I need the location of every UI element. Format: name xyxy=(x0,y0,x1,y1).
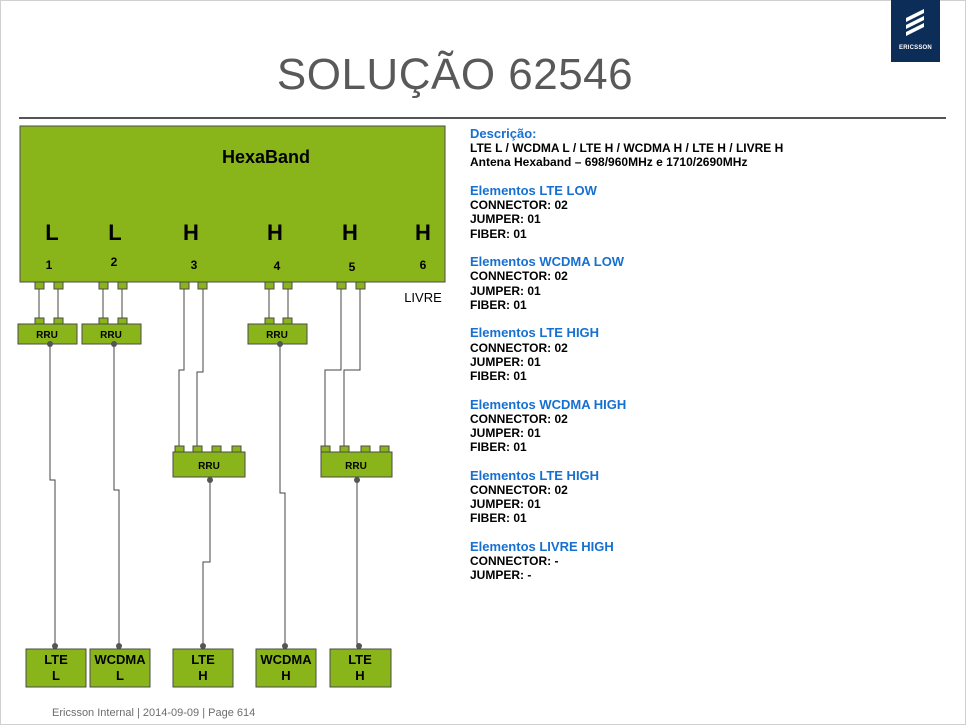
section-heading: Elementos LIVRE HIGH xyxy=(470,539,614,555)
band-label-6: H xyxy=(415,220,431,245)
section-heading: Elementos WCDMA HIGH xyxy=(470,396,627,412)
rru-unit-4: RRU xyxy=(247,317,308,345)
livre-label: LIVRE xyxy=(404,290,442,305)
connector xyxy=(98,281,109,290)
rru-label: RRU xyxy=(36,330,58,341)
elements-section-wcdma-high: Elementos WCDMA HIGH CONNECTOR: 02 JUMPE… xyxy=(470,396,940,455)
connector xyxy=(282,281,293,290)
destination-line2: H xyxy=(281,668,290,683)
description-panel: Descrição: LTE L / WCDMA L / LTE H / WCD… xyxy=(470,126,940,597)
section-line: JUMPER: 01 xyxy=(470,497,541,512)
fibers xyxy=(47,341,362,649)
ericsson-logo: ERICSSON xyxy=(891,0,940,62)
section-line: CONNECTOR: 02 xyxy=(470,411,568,426)
section-line: CONNECTOR: 02 xyxy=(470,269,568,284)
description-line: Antena Hexaband – 698/960MHz e 1710/2690… xyxy=(470,155,748,170)
port-number-5: 5 xyxy=(349,260,356,274)
rru-unit-5: RRU xyxy=(320,445,393,478)
port-number-4: 4 xyxy=(274,259,281,273)
destination-wcdma-l: WCDMA L xyxy=(89,648,151,688)
jumpers xyxy=(38,289,361,446)
description-section: Descrição: LTE L / WCDMA L / LTE H / WCD… xyxy=(470,126,940,170)
destination-line2: H xyxy=(355,668,364,683)
connector xyxy=(264,281,275,290)
elements-section-wcdma-low: Elementos WCDMA LOW CONNECTOR: 02 JUMPER… xyxy=(470,255,940,312)
section-line: CONNECTOR: - xyxy=(470,554,559,569)
section-line: JUMPER: 01 xyxy=(470,283,541,298)
rru-unit-3: RRU xyxy=(172,445,246,478)
connector xyxy=(34,281,45,290)
destination-wcdma-h: WCDMA H xyxy=(255,648,317,688)
rru-label: RRU xyxy=(266,330,288,341)
port-number-1: 1 xyxy=(46,258,53,272)
connector xyxy=(117,281,128,290)
connector xyxy=(197,281,208,290)
section-line: CONNECTOR: 02 xyxy=(470,340,568,355)
destination-lte-h-1: LTE H xyxy=(172,648,234,688)
section-line: FIBER: 01 xyxy=(470,297,527,312)
destination-line1: WCDMA xyxy=(260,652,312,667)
elements-section-lte-high: Elementos LTE HIGH CONNECTOR: 02 JUMPER:… xyxy=(470,326,940,383)
section-heading: Elementos WCDMA LOW xyxy=(470,254,625,270)
connector xyxy=(355,281,366,290)
band-label-2: L xyxy=(108,220,121,245)
ericsson-mark-icon xyxy=(906,9,924,36)
section-line: CONNECTOR: 02 xyxy=(470,198,568,213)
band-label-1: L xyxy=(45,220,58,245)
antenna-name: HexaBand xyxy=(222,147,310,167)
description-heading: Descrição: xyxy=(470,126,537,141)
section-line: JUMPER: 01 xyxy=(470,354,541,369)
section-line: FIBER: 01 xyxy=(470,511,527,526)
description-line: LTE L / WCDMA L / LTE H / WCDMA H / LTE … xyxy=(470,141,784,156)
elements-section-lte-high-2: Elementos LTE HIGH CONNECTOR: 02 JUMPER:… xyxy=(470,467,940,526)
antenna-connectors xyxy=(34,281,366,290)
section-line: JUMPER: 01 xyxy=(470,426,541,441)
destination-line1: LTE xyxy=(348,652,372,667)
port-number-3: 3 xyxy=(191,258,198,272)
section-line: JUMPER: 01 xyxy=(470,212,541,227)
section-heading: Elementos LTE HIGH xyxy=(470,467,600,483)
destination-lte-l: LTE L xyxy=(25,648,87,688)
destination-line1: LTE xyxy=(44,652,68,667)
section-heading: Elementos LTE LOW xyxy=(470,183,597,198)
antenna-block xyxy=(19,125,446,283)
section-line: FIBER: 01 xyxy=(470,440,527,455)
destination-line2: L xyxy=(116,668,124,683)
rru-label: RRU xyxy=(100,330,122,341)
band-label-3: H xyxy=(183,220,199,245)
destination-line1: WCDMA xyxy=(94,652,146,667)
destination-line1: LTE xyxy=(191,652,215,667)
page-title: SOLUÇÃO 62546 xyxy=(276,50,634,99)
logo-text: ERICSSON xyxy=(899,45,932,51)
rru-label: RRU xyxy=(198,461,220,472)
elements-section-lte-low: Elementos LTE LOW CONNECTOR: 02 JUMPER: … xyxy=(470,183,940,241)
port-number-6: 6 xyxy=(420,258,427,272)
connector xyxy=(53,281,64,290)
section-line: CONNECTOR: 02 xyxy=(470,483,568,498)
destination-line2: L xyxy=(52,668,60,683)
band-label-4: H xyxy=(267,220,283,245)
band-label-5: H xyxy=(342,220,358,245)
destination-lte-h-2: LTE H xyxy=(329,648,392,688)
section-line: FIBER: 01 xyxy=(470,369,527,384)
port-number-2: 2 xyxy=(111,255,118,269)
connector xyxy=(336,281,347,290)
rru-unit-2: RRU xyxy=(81,317,142,345)
title-divider xyxy=(19,117,946,119)
section-heading: Elementos LTE HIGH xyxy=(470,325,600,341)
footer-text: Ericsson Internal | 2014-09-09 | Page 61… xyxy=(52,707,256,719)
connector xyxy=(179,281,190,290)
rru-unit-1: RRU xyxy=(17,317,78,345)
destination-line2: H xyxy=(198,668,207,683)
section-line: JUMPER: - xyxy=(470,568,532,583)
elements-section-livre-high: Elementos LIVRE HIGH CONNECTOR: - JUMPER… xyxy=(470,539,940,583)
rru-label: RRU xyxy=(345,461,367,472)
section-line: FIBER: 01 xyxy=(470,226,527,241)
